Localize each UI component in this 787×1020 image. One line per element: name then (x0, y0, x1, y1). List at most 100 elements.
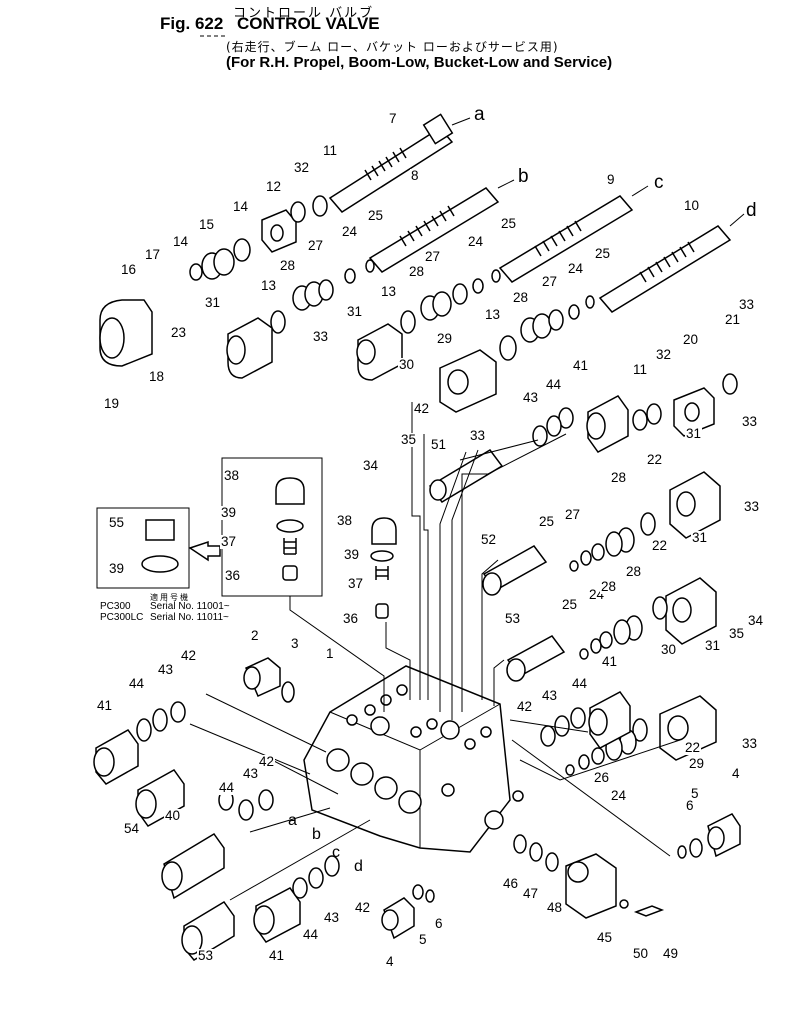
plug-51 (428, 449, 504, 503)
part-label-18: 18 (148, 369, 166, 384)
part-label-22: 22 (684, 740, 702, 755)
part-label-27: 27 (424, 249, 442, 264)
part-label-44: 44 (571, 676, 589, 691)
serial-model: PC300 (100, 601, 131, 612)
part-label-29: 29 (688, 756, 706, 771)
cap-29 (439, 349, 497, 413)
part-label-28: 28 (600, 579, 618, 594)
part-label-35: 35 (400, 432, 418, 447)
part-label-4: 4 (385, 954, 395, 969)
part-label-28: 28 (279, 258, 297, 273)
part-label-37: 37 (347, 576, 365, 591)
part-label-6: 6 (434, 916, 444, 931)
part-label-1: 1 (325, 646, 335, 661)
figure-title: CONTROL VALVE (237, 14, 380, 33)
part-label-42: 42 (516, 699, 534, 714)
part-label-12: 12 (265, 179, 283, 194)
part-label-42: 42 (354, 900, 372, 915)
part-label-41: 41 (572, 358, 590, 373)
part-label-7: 7 (388, 111, 398, 126)
part-label-47: 47 (522, 886, 540, 901)
part-label-39: 39 (343, 547, 361, 562)
part-label-28: 28 (512, 290, 530, 305)
part-label-28: 28 (408, 264, 426, 279)
inset-plug-detail (221, 457, 323, 597)
part-label-42: 42 (258, 754, 276, 769)
part-label-33: 33 (469, 428, 487, 443)
part-label-28: 28 (625, 564, 643, 579)
part-label-24: 24 (341, 224, 359, 239)
plug-4-right (677, 813, 741, 859)
part-label-44: 44 (545, 377, 563, 392)
plug-53-lower (181, 901, 235, 961)
part-label-32: 32 (655, 347, 673, 362)
part-label-13: 13 (260, 278, 278, 293)
part-label-45: 45 (596, 930, 614, 945)
cap-18 (99, 299, 153, 367)
plug-53-upper (506, 635, 566, 682)
part-label-22: 22 (646, 452, 664, 467)
part-label-25: 25 (538, 514, 556, 529)
part-label-24: 24 (467, 234, 485, 249)
spool-10 (598, 225, 732, 313)
part-label-11: 11 (632, 362, 649, 377)
part-label-4: 4 (731, 766, 741, 781)
part-label-13: 13 (484, 307, 502, 322)
serial-row: PC300 Serial No. 11001~ (100, 601, 230, 612)
part-label-34: 34 (747, 613, 765, 628)
part-label-37: 37 (220, 534, 238, 549)
part-label-31: 31 (685, 426, 703, 441)
part-label-25: 25 (594, 246, 612, 261)
part-label-51: 51 (430, 437, 448, 452)
part-label-36: 36 (342, 611, 360, 626)
part-label-31: 31 (346, 304, 364, 319)
port-label-a: a (288, 812, 297, 829)
plug-41-left (93, 701, 186, 785)
flange-12 (261, 209, 297, 253)
part-label-54: 54 (123, 821, 141, 836)
serial-header-jp: 適用号機 (150, 593, 190, 602)
serial-number: Serial No. 11001~ (150, 601, 230, 612)
subtitle-en: (For R.H. Propel, Boom-Low, Bucket-Low a… (226, 54, 613, 71)
part-label-32: 32 (293, 160, 311, 175)
subtitle-jp: (右走行、ブーム ロー、バケット ローおよびサービス用) (226, 40, 559, 54)
part-label-2: 2 (250, 628, 260, 643)
part-label-5: 5 (418, 932, 428, 947)
arrow-label-c: c (654, 172, 664, 193)
port-label-b: b (312, 826, 321, 843)
spool-7 (328, 113, 454, 213)
arrow-label-b: b (518, 166, 529, 187)
part-label-31: 31 (204, 295, 222, 310)
part-label-38: 38 (223, 468, 241, 483)
cover-45 (513, 834, 665, 919)
part-label-40: 40 (164, 808, 182, 823)
part-label-31: 31 (691, 530, 709, 545)
part-label-41: 41 (268, 948, 286, 963)
part-label-39: 39 (220, 505, 238, 520)
part-label-43: 43 (541, 688, 559, 703)
part-label-53: 53 (504, 611, 522, 626)
part-label-53: 53 (197, 948, 215, 963)
part-label-44: 44 (128, 676, 146, 691)
part-label-17: 17 (144, 247, 162, 262)
part-label-35: 35 (728, 626, 746, 641)
part-label-44: 44 (218, 780, 236, 795)
part-label-41: 41 (96, 698, 114, 713)
part-label-25: 25 (561, 597, 579, 612)
part-label-27: 27 (564, 507, 582, 522)
part-label-42: 42 (180, 648, 198, 663)
cap-31-mid (356, 323, 403, 381)
part-label-43: 43 (522, 390, 540, 405)
part-label-43: 43 (323, 910, 341, 925)
plug-2 (243, 657, 295, 703)
serial-number: Serial No. 11011~ (150, 612, 229, 623)
part-label-24: 24 (610, 788, 628, 803)
port-label-c: c (332, 844, 340, 861)
plug-40 (161, 833, 225, 900)
part-label-15: 15 (198, 217, 216, 232)
figure-number: Fig. 622 (160, 14, 224, 33)
part-label-38: 38 (336, 513, 354, 528)
cap-31-left (226, 317, 273, 379)
